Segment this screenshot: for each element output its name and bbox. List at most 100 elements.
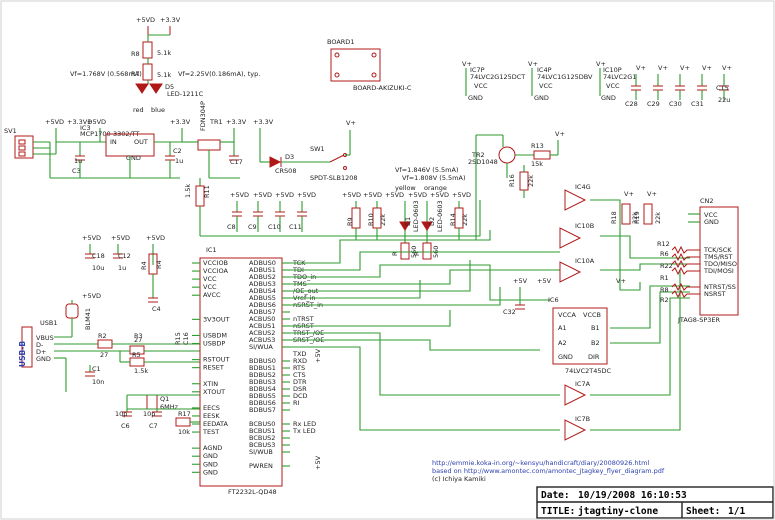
svg-text:R15: R15 bbox=[174, 332, 182, 345]
r7-label: R7 bbox=[131, 70, 140, 78]
svg-text:IC4G: IC4G bbox=[575, 183, 591, 191]
r3-resistor bbox=[129, 345, 145, 355]
svg-text:USB-B: USB-B bbox=[18, 341, 27, 367]
d3-diode bbox=[269, 156, 282, 168]
power-supply-section: SV1 +5VD +3.3VD +5VD IC3 MCP1700-3302/TT… bbox=[4, 101, 358, 236]
ic1-signal-label: RTS bbox=[293, 364, 305, 372]
svg-text:VCCB: VCCB bbox=[583, 311, 601, 319]
board-outline bbox=[330, 48, 381, 82]
svg-text:+5VD: +5VD bbox=[87, 118, 106, 126]
svg-text:R16: R16 bbox=[508, 174, 516, 187]
svg-text:C6: C6 bbox=[121, 422, 130, 430]
ic1-pin-left: GND bbox=[203, 452, 218, 460]
vf2-note: Vf=1.808V (5.5mA) bbox=[402, 174, 466, 182]
led-red-symbol bbox=[135, 83, 149, 94]
left-components: +5VD +5VD +5VD C18 10u C12 1u R4 R4 C4 U… bbox=[18, 234, 200, 436]
svg-text:+3.3V: +3.3V bbox=[170, 118, 191, 126]
cn2-part: JTAG8-SP3ER bbox=[677, 316, 721, 324]
tr2-section: TR2 2SD1048 R13 15k V+ R16 22k bbox=[468, 130, 565, 240]
svg-text:OUT: OUT bbox=[134, 138, 148, 146]
cn2-pin-label: VCC bbox=[704, 211, 718, 219]
sw1-part: SPDT-SLB1208 bbox=[310, 174, 358, 182]
svg-text:C9: C9 bbox=[248, 223, 257, 231]
ic1-pin-right: BDBUS3 bbox=[249, 378, 276, 386]
ic1-pin-left: VCCIOB bbox=[203, 259, 228, 267]
ic1-pin-left: RSTOUT bbox=[203, 356, 229, 364]
ic1-pin-right: ACBUS2 bbox=[249, 329, 275, 337]
ic1-pin-left: VCC bbox=[203, 275, 217, 283]
ic1-pin-left: GND bbox=[203, 468, 218, 476]
svg-text:+3.3V: +3.3V bbox=[253, 118, 274, 126]
ic1-pin-right: BDBUS5 bbox=[249, 392, 276, 400]
svg-text:1.5k: 1.5k bbox=[134, 367, 148, 375]
ic1-pin-left: EECS bbox=[203, 404, 220, 412]
svg-text:R14: R14 bbox=[449, 213, 457, 226]
cn2-pin-label: NTRST/SS bbox=[704, 283, 736, 291]
ic1-pin-left: XTIN bbox=[203, 380, 218, 388]
ic1-pin-right: ACBUS0 bbox=[249, 315, 275, 323]
svg-text:V+: V+ bbox=[722, 64, 732, 72]
vf1-note: Vf=1.846V (5.5mA) bbox=[395, 166, 459, 174]
sv1-header bbox=[14, 135, 34, 159]
tr1-label: TR1 bbox=[209, 118, 223, 126]
c29-label: C29 bbox=[647, 100, 660, 108]
svg-text:+5V: +5V bbox=[513, 277, 528, 285]
ic10b-buffer bbox=[559, 227, 582, 249]
c30-label: C30 bbox=[669, 100, 682, 108]
svg-text:GND: GND bbox=[36, 355, 51, 363]
ic1-pin-right: BDBUS6 bbox=[249, 399, 276, 407]
svg-text:IN: IN bbox=[110, 138, 117, 146]
sw1-label: SW1 bbox=[310, 145, 325, 153]
ic1-signal-label: nTRST bbox=[293, 315, 314, 323]
cn2-pin-label: GND bbox=[704, 218, 719, 226]
cn2-body bbox=[699, 206, 739, 316]
svg-text:V+: V+ bbox=[346, 119, 356, 127]
svg-text:Q1: Q1 bbox=[160, 395, 169, 403]
ic1-signal-label: RXD bbox=[293, 357, 307, 365]
r8-label: R8 bbox=[131, 50, 140, 58]
svg-text:R4: R4 bbox=[155, 260, 163, 269]
svg-text:74LVC2T45DC: 74LVC2T45DC bbox=[565, 367, 612, 375]
svg-text:DIR: DIR bbox=[588, 353, 600, 361]
svg-text:C1: C1 bbox=[92, 365, 101, 373]
svg-text:+5VD: +5VD bbox=[82, 234, 101, 242]
ic1-pin-right: ADBUS1 bbox=[249, 266, 276, 274]
svg-text:R8: R8 bbox=[660, 286, 669, 294]
svg-text:LED-0603: LED-0603 bbox=[436, 200, 444, 232]
svg-text:GND: GND bbox=[558, 353, 573, 361]
svg-text:10p: 10p bbox=[143, 410, 155, 418]
svg-text:R: R bbox=[413, 251, 421, 256]
ic6-label: IC6 bbox=[548, 296, 559, 304]
svg-text:D2: D2 bbox=[428, 217, 436, 226]
signal-traces bbox=[200, 199, 690, 431]
svg-text:22k: 22k bbox=[527, 175, 535, 187]
svg-text:Sheet:: Sheet: bbox=[686, 506, 720, 517]
svg-text:15k: 15k bbox=[531, 160, 543, 168]
svg-text:+5VD: +5VD bbox=[45, 118, 64, 126]
svg-text:1u: 1u bbox=[74, 157, 82, 165]
d5-label: D5 bbox=[165, 83, 174, 91]
svg-text:27: 27 bbox=[100, 351, 108, 359]
svg-text:R4: R4 bbox=[140, 261, 148, 270]
svg-text:22k: 22k bbox=[654, 212, 662, 224]
cn2-pin-label: TDI/MOSI bbox=[703, 267, 734, 275]
svg-text:74LVC2G125DCT: 74LVC2G125DCT bbox=[470, 73, 525, 81]
svg-text:C12: C12 bbox=[118, 252, 131, 260]
svg-text:B2: B2 bbox=[591, 339, 600, 347]
ic1-pin-right: ADBUS6 bbox=[249, 301, 276, 309]
svg-text:+3.3VD: +3.3VD bbox=[67, 118, 92, 126]
svg-text:+5VD: +5VD bbox=[146, 234, 165, 242]
q1-crystal bbox=[146, 394, 158, 410]
svg-text:22k: 22k bbox=[631, 212, 639, 224]
svg-text:C16: C16 bbox=[182, 332, 190, 345]
svg-text:+5VD: +5VD bbox=[408, 191, 427, 199]
buffer-section: IC4G IC10B IC10A IC7A IC7B IC6 VCCA A1 A… bbox=[503, 183, 662, 441]
svg-text:1.5k: 1.5k bbox=[184, 184, 192, 198]
svg-text:R5: R5 bbox=[132, 351, 141, 359]
r7-value: 5.1k bbox=[157, 71, 171, 79]
cn2-pin-label: TCK/SCK bbox=[703, 246, 732, 254]
ic1-pin-right: BDBUS0 bbox=[249, 357, 276, 365]
svg-text:VCC: VCC bbox=[539, 82, 553, 90]
svg-text:D+: D+ bbox=[36, 348, 46, 356]
yellow-label: yellow bbox=[395, 184, 416, 192]
